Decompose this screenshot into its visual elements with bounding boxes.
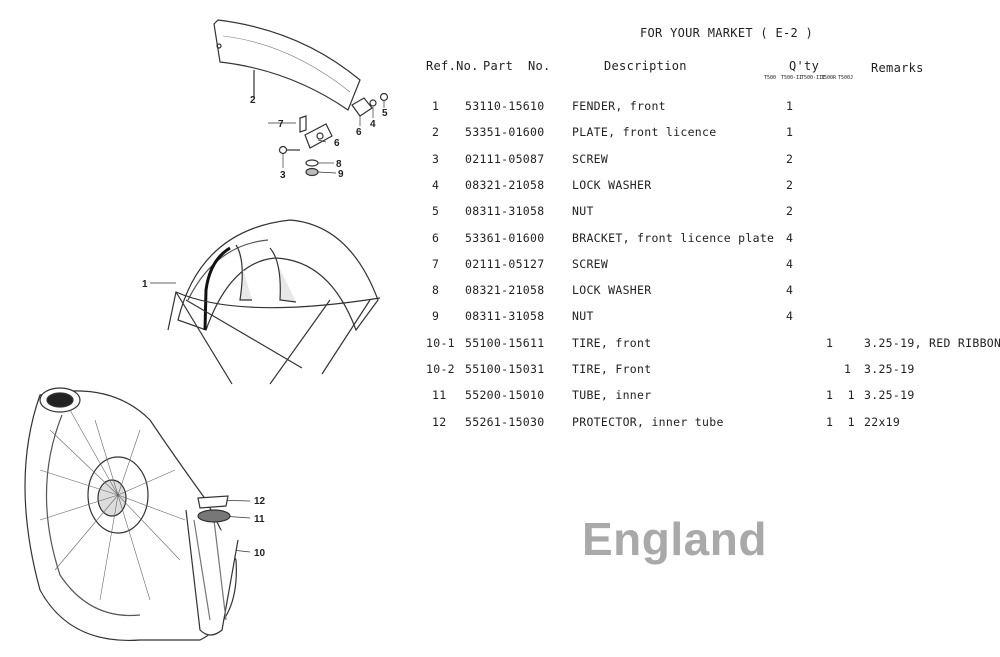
- quantity-cell: 2: [786, 204, 794, 219]
- part-number-cell: 55261-15030: [465, 414, 545, 429]
- part-number-cell: 08321-21058: [465, 283, 545, 298]
- header-no: No.: [528, 59, 551, 73]
- description-cell: PLATE, front licence: [572, 125, 717, 140]
- part-number-cell: 55100-15031: [465, 362, 545, 376]
- exploded-parts-diagram: 2 7 6 8 9 3 6 4 5 1 12 11 10: [24, 19, 389, 642]
- hardware-parts: [278, 92, 389, 177]
- licence-plate-part: [213, 19, 361, 111]
- description-cell: TIRE, Front: [572, 362, 652, 376]
- front-wheel-part: [24, 387, 239, 642]
- description-cell: TIRE, front: [572, 335, 652, 350]
- ref-cell: 11: [432, 388, 447, 403]
- ref-cell: 6: [432, 230, 440, 245]
- market-title: FOR YOUR MARKET ( E-2 ): [640, 26, 814, 40]
- quantity-cell: 1 1: [826, 414, 855, 429]
- quantity-cell: 4: [786, 230, 794, 245]
- watermark-text: England: [582, 513, 767, 565]
- quantity-cell: 4: [786, 256, 794, 271]
- ref-cell: 8: [432, 283, 440, 298]
- quantity-cell: 1 1: [826, 388, 855, 403]
- quantity-cell: 2: [786, 177, 794, 192]
- header-remarks: Remarks: [871, 61, 924, 75]
- quantity-cell: 2: [786, 151, 794, 166]
- part-number-cell: 02111-05127: [465, 256, 545, 271]
- quantity-cell: 4: [786, 309, 794, 324]
- callout-5: 5: [382, 108, 388, 119]
- description-cell: NUT: [572, 309, 594, 324]
- header-model-t500-iii: T500-III: [801, 75, 826, 81]
- ref-cell: 12: [432, 414, 447, 429]
- callout-12: 12: [254, 496, 266, 507]
- callout-4: 4: [370, 119, 376, 130]
- callout-3: 3: [280, 170, 286, 181]
- description-cell: TUBE, inner: [572, 388, 652, 403]
- quantity-cell: 1: [844, 362, 852, 376]
- part-number-cell: 08311-31058: [465, 204, 545, 219]
- ref-cell: 7: [432, 256, 440, 271]
- part-number-cell: 53351-01600: [465, 125, 545, 140]
- description-cell: LOCK WASHER: [572, 177, 652, 192]
- ref-cell: 4: [432, 177, 440, 192]
- ref-cell: 2: [432, 125, 440, 140]
- description-cell: BRACKET, front licence plate: [572, 230, 775, 245]
- header-model-t500j: T500J: [838, 75, 854, 81]
- front-fender-part: [167, 219, 381, 385]
- callout-8: 8: [336, 159, 342, 170]
- quantity-cell: 1: [786, 99, 794, 113]
- part-number-cell: 55200-15010: [465, 388, 545, 403]
- callout-9: 9: [338, 169, 344, 180]
- callout-1: 1: [142, 279, 148, 290]
- description-cell: SCREW: [572, 151, 609, 166]
- callout-6-upper: 6: [356, 127, 362, 138]
- ref-cell: 9: [432, 309, 440, 324]
- callout-6: 6: [334, 138, 340, 149]
- part-number-cell: 53361-01600: [465, 230, 545, 245]
- ref-cell: 5: [432, 204, 440, 219]
- part-number-cell: 55100-15611: [465, 335, 545, 350]
- callout-10: 10: [254, 548, 266, 559]
- description-cell: PROTECTOR, inner tube: [572, 414, 724, 429]
- part-number-cell: 08311-31058: [465, 309, 545, 324]
- remarks-cell: 3.25-19: [864, 362, 915, 376]
- header-description: Description: [604, 59, 687, 73]
- callout-2: 2: [250, 95, 256, 106]
- part-number-cell: 02111-05087: [465, 151, 545, 166]
- header-model-t500r: T500R: [821, 75, 837, 81]
- description-cell: FENDER, front: [572, 99, 666, 113]
- header-part: Part: [483, 59, 514, 73]
- quantity-cell: 1: [786, 125, 794, 140]
- quantity-cell: 1: [826, 335, 834, 350]
- header-model-t500-ii: T500-II: [781, 75, 803, 81]
- part-number-cell: 08321-21058: [465, 177, 545, 192]
- callout-7: 7: [278, 119, 284, 130]
- remarks-cell: 22x19: [864, 414, 901, 429]
- remarks-cell: 3.25-19: [864, 388, 915, 403]
- description-cell: SCREW: [572, 256, 609, 271]
- part-number-cell: 53110-15610: [465, 99, 545, 113]
- ref-cell: 1: [432, 99, 440, 113]
- header-ref-no: Ref.No.: [426, 59, 479, 73]
- callout-11: 11: [254, 514, 265, 525]
- ref-cell: 10-2: [426, 362, 455, 376]
- description-cell: LOCK WASHER: [572, 283, 652, 298]
- header-qty: Q'ty: [789, 59, 820, 73]
- ref-cell: 10-1: [426, 335, 455, 350]
- ref-cell: 3: [432, 151, 440, 166]
- description-cell: NUT: [572, 204, 594, 219]
- header-model-t500: T500: [764, 75, 777, 81]
- quantity-cell: 4: [786, 283, 794, 298]
- remarks-cell: 3.25-19, RED RIBBON: [864, 335, 1000, 350]
